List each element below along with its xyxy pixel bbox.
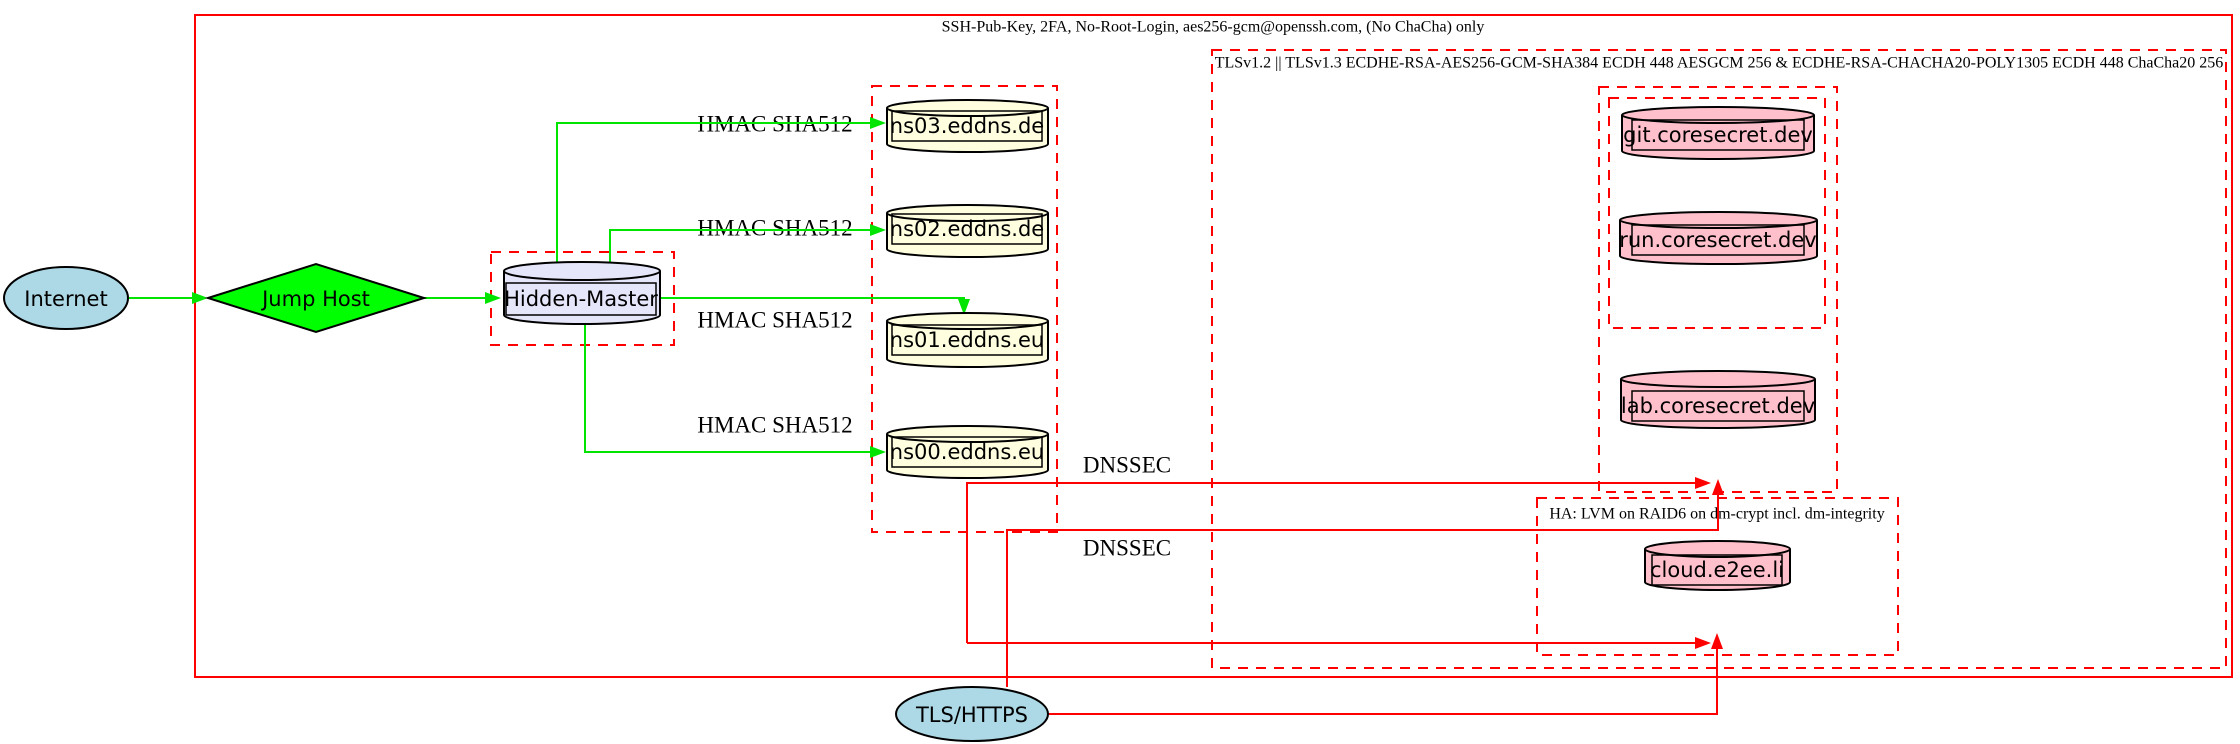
edge-label-hmac-ns00: HMAC SHA512 [697,413,852,438]
run-labelbox [1631,224,1805,256]
ns03-labelbox [891,110,1043,142]
edge-dnssec-coresecret [966,477,1711,643]
cylinder-body [886,425,1049,479]
edge-label-hmac-ns02: HMAC SHA512 [697,216,852,241]
jump-host-node: Jump Host [204,262,428,334]
internet-shape [3,266,129,330]
cloud-labelbox [1651,554,1783,586]
lab-label: lab.coresecret.dev [1621,394,1815,418]
git-label: git.coresecret.dev [1623,123,1813,147]
ns02-labelbox [891,213,1043,245]
edge-label-dnssec-1: DNSSEC [1083,453,1171,478]
cylinder-seam [1621,114,1815,124]
edge-hiddenmaster-ns02 [609,224,886,264]
lab-node: lab.coresecret.dev [1620,370,1816,429]
cluster-tls-border [1211,49,2227,669]
internet-label: Internet [24,287,107,311]
tls-https-label: TLS/HTTPS [915,703,1028,727]
tls-https-node: TLS/HTTPS [895,686,1049,742]
edge-hiddenmaster-ns00 [584,324,886,458]
tls-https-shape [895,686,1049,742]
run-node: run.coresecret.dev [1619,211,1818,265]
ns00-labelbox [891,436,1043,468]
ns03-label: ns03.eddns.de [890,114,1044,138]
git-labelbox [1631,119,1805,151]
internet-node: Internet [3,266,129,330]
edge-tlshttps-coresecret [1006,479,1724,687]
edge-label-hmac-ns01: HMAC SHA512 [697,308,852,333]
ns02-label: ns02.eddns.de [890,217,1044,241]
ns01-labelbox [891,324,1043,356]
cylinder-seam [886,212,1049,222]
edge-label-dnssec-2: DNSSEC [1083,536,1171,561]
edge-hiddenmaster-ns03 [556,117,886,264]
ns01-node: ns01.eddns.eu [886,312,1049,368]
cloud-node: cloud.e2ee.li [1644,540,1791,591]
hidden-master-labelbox [505,282,657,316]
jump-host-label: Jump Host [260,287,370,311]
cluster-coresecret-inner-border [1608,97,1826,329]
cylinder-body [1644,540,1791,591]
cylinder-seam [503,270,661,281]
cylinder-body [886,99,1049,153]
ns00-label: ns00.eddns.eu [890,440,1044,464]
edge-tlshttps-ha [1048,633,1723,715]
cluster-tls-label: TLSv1.2 || TLSv1.3 ECDHE-RSA-AES256-GCM-… [1215,55,2224,72]
cloud-label: cloud.e2ee.li [1650,558,1784,582]
ns00-node: ns00.eddns.eu [886,425,1049,479]
cluster-nameservers-border [871,85,1058,533]
cluster-ssh-label: SSH-Pub-Key, 2FA, No-Root-Login, aes256-… [942,19,1485,36]
edge-hiddenmaster-ns01 [660,297,970,315]
ns02-node: ns02.eddns.de [886,204,1049,258]
ns01-label: ns01.eddns.eu [890,328,1044,352]
cylinder-body [886,312,1049,368]
cylinder-seam [1619,219,1818,229]
cluster-ssh-border [194,14,2233,678]
cylinder-seam [1620,378,1816,388]
jump-host-shape [204,262,428,334]
lab-labelbox [1631,390,1805,422]
run-label: run.coresecret.dev [1619,228,1817,252]
ns03-node: ns03.eddns.de [886,99,1049,153]
hidden-master-label: Hidden-Master [504,287,658,311]
cylinder-body [503,261,661,325]
hidden-master-node: Hidden-Master [503,261,661,325]
cylinder-seam [1644,548,1791,558]
git-node: git.coresecret.dev [1621,106,1815,160]
